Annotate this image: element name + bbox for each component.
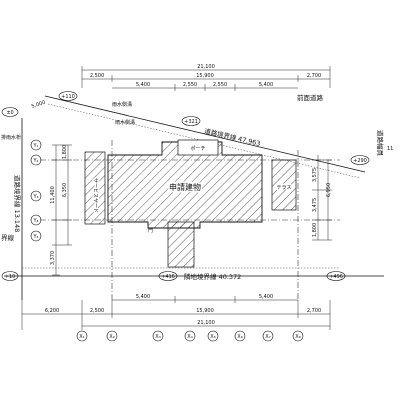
svg-text:X₈: X₈ bbox=[295, 334, 300, 340]
dim-top-sub-1: 5,400 bbox=[136, 82, 150, 88]
svg-text:X₆: X₆ bbox=[237, 334, 242, 340]
svg-text:+496: +496 bbox=[329, 274, 343, 280]
svg-text:X₅: X₅ bbox=[210, 334, 215, 340]
dim-top-sub-3: 2,550 bbox=[213, 82, 227, 88]
building-label: 申請建物 bbox=[169, 182, 201, 192]
svg-text:X₇: X₇ bbox=[265, 334, 270, 340]
svg-text:Y₂: Y₂ bbox=[32, 158, 38, 164]
svg-text:±0: ±0 bbox=[6, 110, 13, 116]
top-dimension-row2: 2,500 15,900 2,700 bbox=[82, 73, 330, 82]
svg-text:2,700: 2,700 bbox=[307, 308, 321, 314]
top-dimension-row3: 5,400 2,550 2,550 5,400 bbox=[112, 82, 298, 91]
svg-text:Y₅: Y₅ bbox=[32, 234, 38, 240]
svg-text:3,575: 3,575 bbox=[312, 168, 318, 182]
approach-strip bbox=[167, 221, 195, 268]
svg-text:+110: +110 bbox=[61, 94, 75, 100]
road-boundary-top bbox=[44, 95, 366, 173]
service-yard bbox=[84, 151, 106, 225]
service-yard-label: サービスヤード bbox=[92, 178, 99, 213]
porch-label: ポーチ bbox=[190, 145, 205, 152]
right-dimension-chain: 3,575 6,950 3,475 1,800 bbox=[312, 155, 332, 241]
dim-top-sub-2: 2,550 bbox=[183, 82, 197, 88]
porch-box bbox=[177, 139, 219, 156]
svg-text:X₃: X₃ bbox=[155, 334, 160, 340]
building-main bbox=[107, 141, 263, 229]
dim-top-left: 2,500 bbox=[90, 73, 104, 79]
svg-text:1,800: 1,800 bbox=[312, 223, 318, 237]
svg-text:+290: +290 bbox=[353, 158, 367, 164]
svg-text:3,370: 3,370 bbox=[50, 251, 56, 265]
svg-text:11,400: 11,400 bbox=[50, 186, 56, 204]
road-boundary-left-tail: 界線 bbox=[1, 233, 15, 242]
dim-top-sub-4: 5,400 bbox=[259, 82, 273, 88]
rain-box-label: 排雨水枡 bbox=[1, 134, 21, 141]
dim-total-top: 21,100 bbox=[197, 64, 215, 70]
svg-text:6,350: 6,350 bbox=[62, 183, 68, 197]
svg-text:X₄: X₄ bbox=[187, 334, 192, 340]
bottom-dimension-total: 21,100 bbox=[82, 320, 330, 327]
svg-text:5,400: 5,400 bbox=[259, 294, 273, 300]
svg-text:1,800: 1,800 bbox=[62, 145, 68, 159]
top-dimension-total: 21,100 bbox=[81, 64, 331, 88]
axis-x-bottom: X₁ X₂ X₃ X₄ X₅ X₆ X₇ X₈ bbox=[76, 330, 304, 342]
svg-text:6,200: 6,200 bbox=[45, 308, 59, 314]
svg-text:5,400: 5,400 bbox=[136, 294, 150, 300]
rain-gutter-label-2: 雨水側溝 bbox=[115, 119, 135, 126]
svg-text:21,100: 21,100 bbox=[197, 320, 215, 326]
svg-text:6,950: 6,950 bbox=[326, 183, 332, 197]
road-boundary-left-label: 道路境界線 13.148 bbox=[13, 175, 22, 232]
svg-text:X₁: X₁ bbox=[79, 334, 84, 340]
road-width-label: 道路幅員 bbox=[376, 130, 385, 157]
elev-bubble-290: +290 bbox=[350, 155, 370, 165]
svg-text:3,475: 3,475 bbox=[312, 198, 318, 212]
left-dimension-chain: 1,800 11,400 6,350 3,370 bbox=[50, 144, 72, 276]
svg-text:+321: +321 bbox=[184, 119, 198, 125]
note-5000: 5,000 bbox=[31, 100, 46, 110]
terrace-label: テラス bbox=[277, 185, 292, 191]
svg-text:Y₁: Y₁ bbox=[32, 143, 38, 149]
svg-text:Y₄: Y₄ bbox=[32, 218, 38, 224]
svg-text:+10: +10 bbox=[5, 274, 16, 280]
bottom-dimension-row2: 6,200 2,500 15,900 2,700 bbox=[21, 300, 331, 330]
bottom-dimension-sub: 5,400 5,400 bbox=[112, 294, 298, 303]
elev-bubble-321: +321 bbox=[181, 116, 201, 126]
svg-text:2,500: 2,500 bbox=[90, 308, 104, 314]
gate-label: 門 bbox=[148, 228, 153, 234]
elev-bubble-110: +110 bbox=[58, 91, 78, 101]
dim-top-mid: 15,900 bbox=[196, 73, 214, 79]
dim-top-right: 2,700 bbox=[307, 73, 321, 79]
rain-gutter-label-1: 雨水側溝 bbox=[112, 101, 132, 108]
svg-text:X₂: X₂ bbox=[109, 334, 114, 340]
svg-text:15,900: 15,900 bbox=[196, 308, 214, 314]
terrace bbox=[271, 159, 297, 211]
road-width-value: 11 bbox=[387, 146, 393, 152]
front-road-label: 前面道路 bbox=[297, 93, 324, 102]
svg-text:+416: +416 bbox=[161, 274, 175, 280]
elev-bubble-pm0: ±0 bbox=[1, 107, 19, 117]
neighbor-boundary-label: 隣地境界線 40.372 bbox=[184, 272, 241, 281]
svg-text:Y₃: Y₃ bbox=[32, 194, 38, 200]
axis-y-left: Y₁ Y₂ Y₃ Y₄ Y₅ bbox=[30, 139, 42, 242]
